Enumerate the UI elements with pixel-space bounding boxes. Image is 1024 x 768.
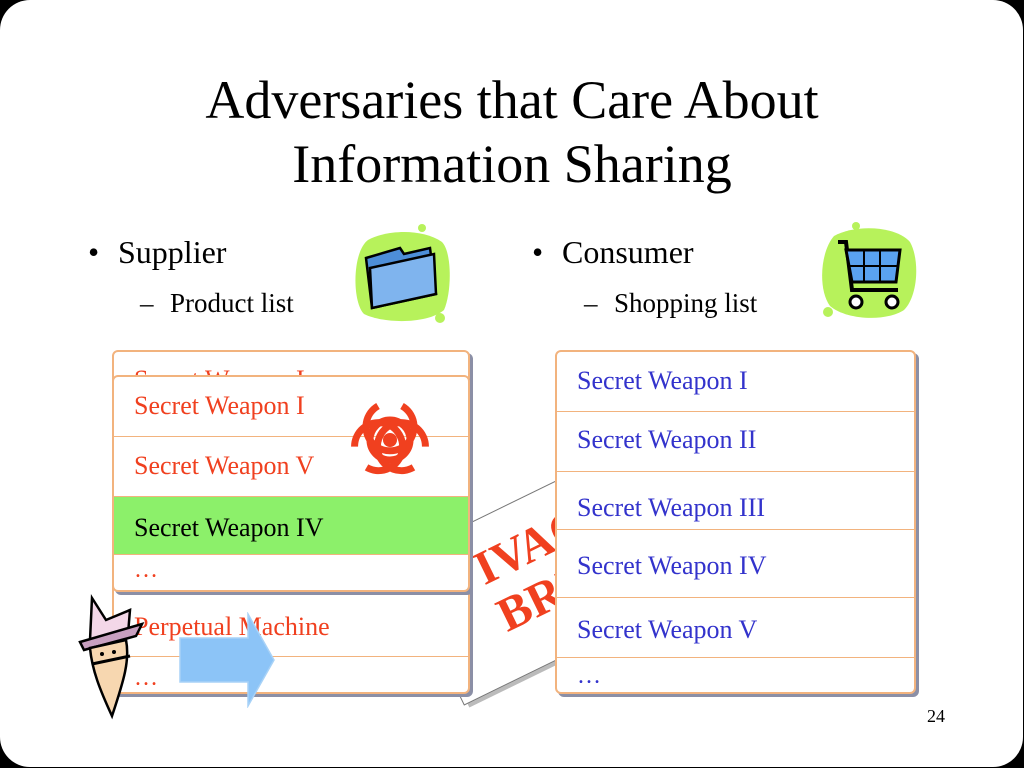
- spy-icon: [78, 594, 145, 720]
- biohazard-icon: [351, 402, 429, 475]
- page-number: 24: [927, 706, 945, 726]
- bullet-consumer: •Consumer: [532, 234, 694, 270]
- folder-icon: [355, 224, 450, 323]
- title-line-1: Adversaries that Care About: [205, 70, 819, 130]
- arrow-right-icon: [179, 612, 275, 708]
- slide-title: Adversaries that Care About Information …: [0, 68, 1023, 196]
- sub-product-list: –Product list: [140, 288, 294, 318]
- list-item: Secret Weapon II: [557, 412, 914, 472]
- bullet-supplier-label: Supplier: [118, 234, 227, 270]
- list-item: Secret Weapon V: [557, 598, 914, 658]
- list-item: …: [134, 665, 158, 691]
- list-item: …: [577, 663, 601, 689]
- list-item-highlighted: Secret Weapon IV: [114, 497, 468, 555]
- consumer-list: Secret Weapon I Secret Weapon II Secret …: [555, 350, 916, 694]
- sub-shopping-list: –Shopping list: [584, 288, 758, 318]
- list-item: Secret Weapon I: [557, 352, 914, 412]
- list-item: Secret Weapon V: [114, 437, 468, 497]
- list-item: Secret Weapon IV: [557, 530, 914, 598]
- bullet-supplier: •Supplier: [88, 234, 227, 270]
- title-line-2: Information Sharing: [292, 134, 732, 194]
- bullet-consumer-label: Consumer: [562, 234, 694, 270]
- list-item: Perpetual Machine: [114, 597, 468, 657]
- sub-product-list-label: Product list: [170, 288, 294, 318]
- list-item: …: [134, 557, 158, 583]
- list-item: Secret Weapon I: [114, 377, 468, 437]
- shopping-cart-icon: [822, 222, 917, 318]
- sub-shopping-list-label: Shopping list: [614, 288, 758, 318]
- list-item: Secret Weapon III: [557, 472, 914, 530]
